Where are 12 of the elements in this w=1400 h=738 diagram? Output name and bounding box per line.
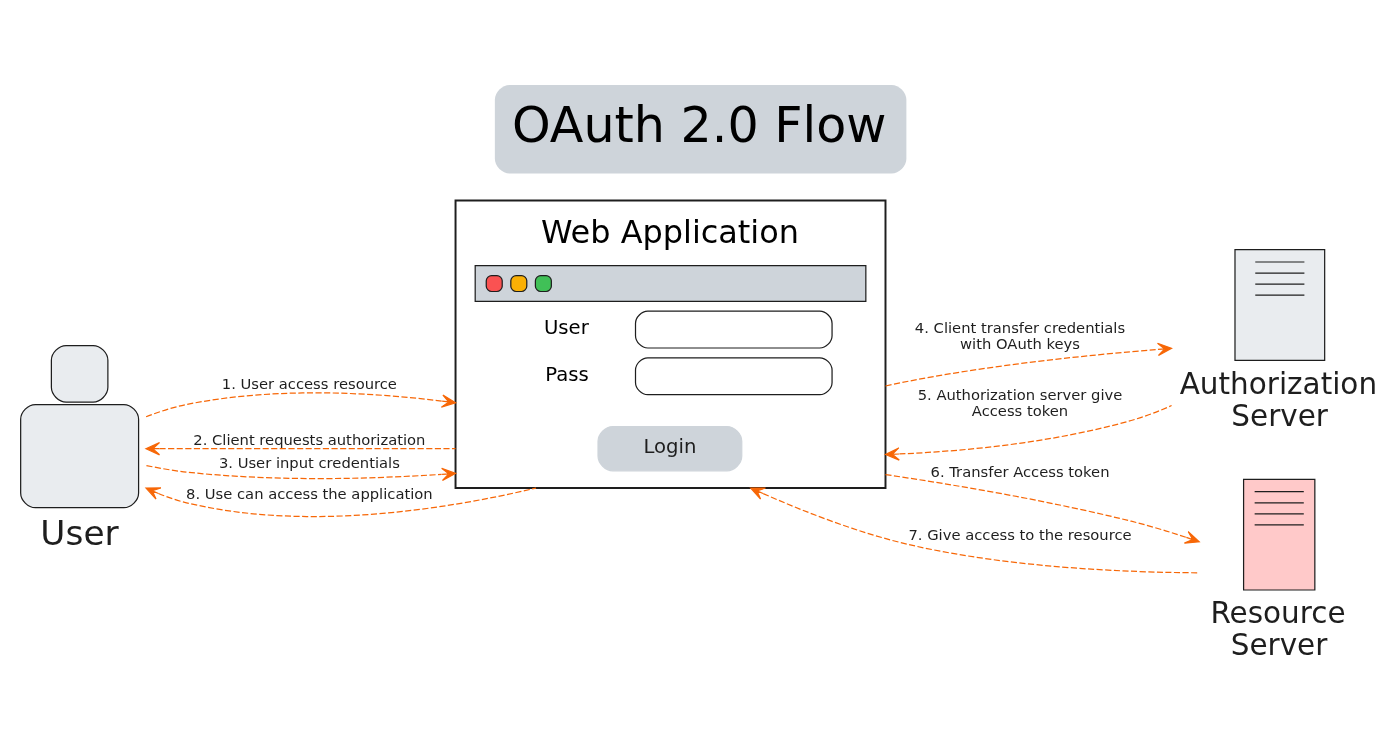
- edge-label: 6. Transfer Access token: [930, 462, 1110, 479]
- edge-label: 3. User input credentials: [218, 453, 400, 471]
- edge-label: 1. User access resource: [221, 374, 397, 392]
- edge-label: 7. Give access to the resource: [908, 525, 1132, 543]
- edge-label: 4. Client transfer credentials with OAuth keys: [914, 318, 1126, 352]
- node-label: Authorization Server: [1179, 366, 1378, 433]
- edge-label: 8. Use can access the application: [186, 484, 433, 502]
- edge-label: 2. Client requests authorization: [193, 430, 426, 448]
- node-label: User: [40, 512, 119, 553]
- node-label: Resource Server: [1210, 595, 1346, 662]
- diagram-title: OAuth 2.0 Flow: [512, 95, 887, 154]
- edge-label: 5. Authorization server give Access token: [917, 385, 1123, 419]
